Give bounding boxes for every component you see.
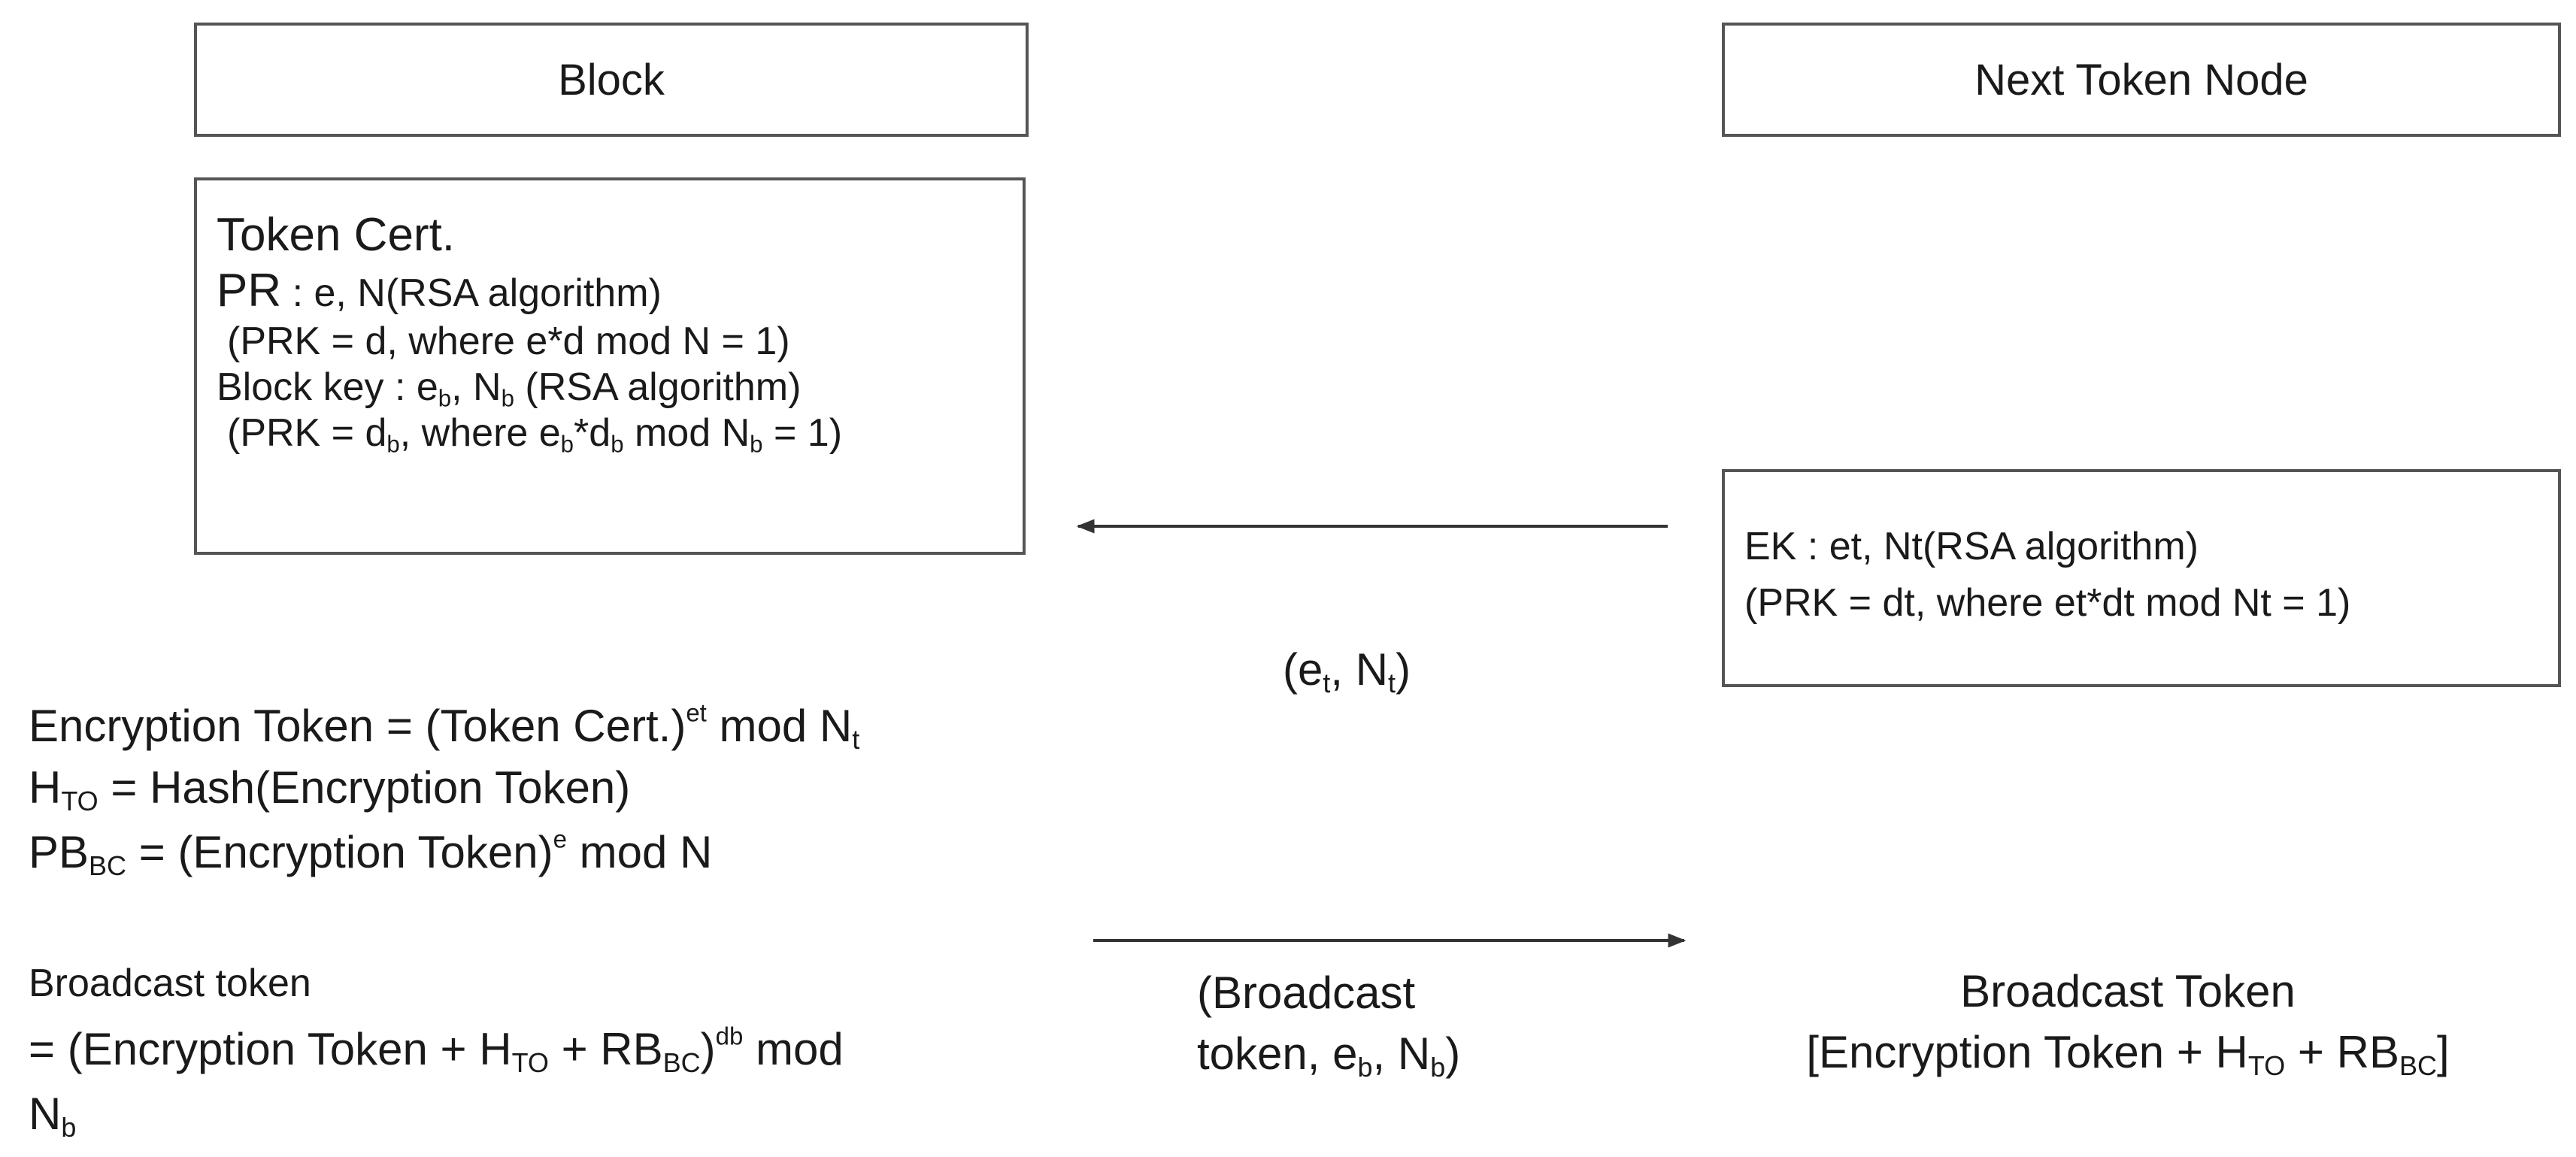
broadcast-token-label: Broadcast token <box>29 962 311 1005</box>
block-header-label: Block <box>558 55 665 104</box>
broadcast-token-result-title: Broadcast Token <box>1960 966 2296 1016</box>
encryption-token-equation: Encryption Token = (Token Cert.)et mod N… <box>29 698 860 756</box>
pbbc-equation: PBBC = (Encryption Token)e mod N <box>29 825 713 882</box>
arrow-label-broadcast-line1: (Broadcast <box>1197 968 1416 1018</box>
pr-line: PR : e, N(RSA algorithm) <box>217 263 1023 318</box>
broadcast-token-modulus: Nb <box>29 1089 77 1143</box>
prk-line: (PRK = d, where e*d mod N = 1) <box>227 319 790 363</box>
next-token-node-header-box: Next Token Node <box>1722 23 2561 137</box>
broadcast-token-result: Broadcast Token [Encryption Token + HTO … <box>1692 961 2564 1083</box>
ek-prk-line: (PRK = dt, where et*dt mod Nt = 1) <box>1744 581 2351 625</box>
block-key-line: Block key : eb, Nb (RSA algorithm) <box>217 365 802 412</box>
token-cert-box: Token Cert. PR : e, N(RSA algorithm) (PR… <box>194 177 1026 555</box>
arrow-label-broadcast-line2: token, eb, Nb) <box>1197 1028 1461 1083</box>
hto-equation: HTO = Hash(Encryption Token) <box>29 762 631 817</box>
arrow-label-et-nt: (et, Nt) <box>1283 644 1411 699</box>
pr-label: PR <box>217 265 282 317</box>
next-token-node-header-label: Next Token Node <box>1974 55 2308 104</box>
broadcast-token-result-content: [Encryption Token + HTO + RBBC] <box>1806 1027 2450 1082</box>
pr-value: : e, N(RSA algorithm) <box>281 271 662 316</box>
block-header-box: Block <box>194 23 1029 137</box>
broadcast-token-equation: = (Encryption Token + HTO + RBBC)db mod <box>29 1022 844 1079</box>
ek-box: EK : et, Nt(RSA algorithm) (PRK = dt, wh… <box>1722 469 2561 687</box>
arrow-label-broadcast: (Broadcast token, eb, Nb) <box>1197 962 1460 1084</box>
prk-block-line: (PRK = db, where eb*db mod Nb = 1) <box>227 411 843 458</box>
token-cert-title: Token Cert. <box>217 209 456 261</box>
ek-line: EK : et, Nt(RSA algorithm) <box>1744 525 2199 568</box>
